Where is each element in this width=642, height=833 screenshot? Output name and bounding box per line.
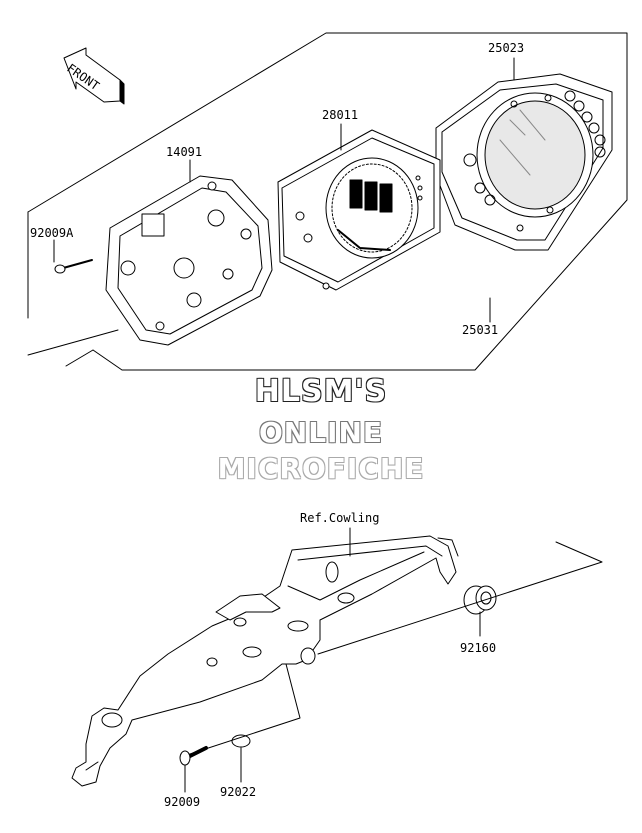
meter-assembly-outline — [27, 32, 628, 371]
meter-unit-28011 — [277, 129, 441, 291]
part-label-25031: 25031 — [462, 323, 498, 337]
part-label-28011: 28011 — [322, 108, 358, 122]
watermark-line-2: ONLINE — [258, 416, 384, 449]
leader-lines-upper — [53, 57, 515, 323]
outline-lower-lines — [27, 329, 119, 367]
meter-bracket — [71, 535, 459, 787]
watermark-line-1: HLSM'S — [254, 374, 388, 409]
part-label-92009: 92009 — [164, 795, 200, 809]
screw-92009a — [54, 259, 93, 274]
part-label-14091: 14091 — [166, 145, 202, 159]
meter-cover-14091 — [105, 175, 273, 346]
watermark-line-3: MICROFICHE — [217, 452, 425, 485]
meter-case-25023 — [435, 73, 613, 251]
part-label-92160: 92160 — [460, 641, 496, 655]
grommet-92160 — [463, 585, 497, 615]
leader-lines-lower — [184, 527, 603, 793]
part-label-92022: 92022 — [220, 785, 256, 799]
front-arrow-icon — [63, 47, 125, 105]
washer-92022 — [231, 734, 251, 748]
part-label-25023: 25023 — [488, 41, 524, 55]
part-label-92009a: 92009A — [30, 226, 74, 240]
ref-cowling-label: Ref.Cowling — [300, 511, 379, 525]
